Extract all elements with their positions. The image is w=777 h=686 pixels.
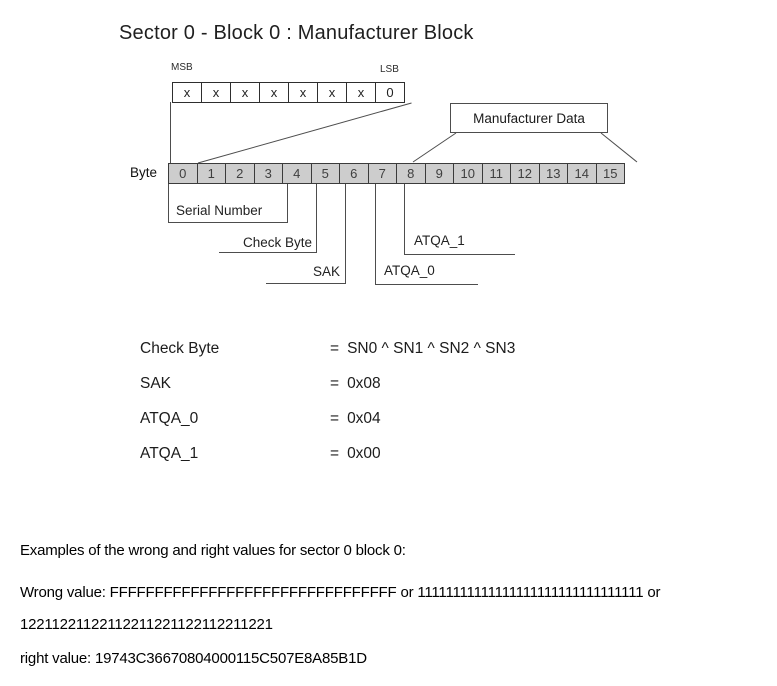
- equals-sign: =: [330, 444, 340, 462]
- equation-value: 0x00: [347, 444, 381, 462]
- bit-cell: 0: [375, 82, 405, 103]
- equals-sign: =: [330, 339, 340, 357]
- equation-row: SAK = 0x08: [140, 366, 515, 401]
- byte-cell: 5: [310, 163, 340, 184]
- bit-cell: x: [201, 82, 231, 103]
- bit-to-byte-diagonal-line: [197, 102, 412, 164]
- figure-title: Sector 0 - Block 0 : Manufacturer Block: [119, 22, 474, 44]
- bit-cell: x: [346, 82, 376, 103]
- byte-cell: 6: [339, 163, 369, 184]
- wrong-value-text-line2: 12211221122112211221122112211221: [20, 616, 273, 633]
- equation-row: Check Byte = SN0 ^ SN1 ^ SN2 ^ SN3: [140, 331, 515, 366]
- msb-label: MSB: [171, 62, 193, 73]
- equation-label: ATQA_0: [140, 409, 199, 427]
- right-value-text: right value: 19743C36670804000115C507E8A…: [20, 650, 367, 667]
- bit-cell: x: [317, 82, 347, 103]
- equation-label: Check Byte: [140, 339, 220, 357]
- mfg-callout-right-line: [600, 132, 638, 163]
- atqa1-label: ATQA_1: [414, 233, 465, 248]
- equation-label: ATQA_1: [140, 444, 199, 462]
- equation-row: ATQA_0 = 0x04: [140, 401, 515, 436]
- byte-cell: 8: [396, 163, 426, 184]
- lsb-label: LSB: [380, 64, 399, 75]
- bit-cell: x: [172, 82, 202, 103]
- equals-sign: =: [330, 374, 340, 392]
- atqa0-label: ATQA_0: [384, 263, 435, 278]
- byte-cell: 0: [168, 163, 198, 184]
- equation-value: SN0 ^ SN1 ^ SN2 ^ SN3: [347, 339, 516, 357]
- byte-cell: 9: [424, 163, 454, 184]
- equals-sign: =: [330, 409, 340, 427]
- byte-cell: 3: [253, 163, 283, 184]
- byte-cell: 2: [225, 163, 255, 184]
- byte-cell: 4: [282, 163, 312, 184]
- byte-cell: 15: [595, 163, 625, 184]
- manufacturer-data-label: Manufacturer Data: [473, 110, 585, 126]
- byte-cell: 10: [453, 163, 483, 184]
- bit-cell: x: [259, 82, 289, 103]
- byte-cell: 12: [510, 163, 540, 184]
- manufacturer-data-callout: Manufacturer Data: [450, 103, 608, 133]
- check-byte-label: Check Byte: [242, 235, 312, 250]
- equation-value: 0x08: [347, 374, 381, 392]
- byte-cell: 13: [538, 163, 568, 184]
- examples-intro-text: Examples of the wrong and right values f…: [20, 542, 406, 559]
- mfg-callout-left-line: [412, 132, 457, 163]
- byte-cell: 11: [481, 163, 511, 184]
- bit-cell: x: [230, 82, 260, 103]
- byte-cell: 1: [196, 163, 226, 184]
- equation-label: SAK: [140, 374, 172, 392]
- byte-row-label: Byte: [130, 165, 158, 180]
- byte-cell: 14: [567, 163, 597, 184]
- bit-cell: x: [288, 82, 318, 103]
- equation-value: 0x04: [347, 409, 381, 427]
- byte-cell: 7: [367, 163, 397, 184]
- wrong-value-text-line1: Wrong value: FFFFFFFFFFFFFFFFFFFFFFFFFFF…: [20, 584, 661, 601]
- serial-number-label: Serial Number: [176, 203, 263, 218]
- sak-label: SAK: [312, 264, 340, 279]
- equations-block: Check Byte = SN0 ^ SN1 ^ SN2 ^ SN3 SAK =…: [140, 331, 515, 471]
- equation-row: ATQA_1 = 0x00: [140, 436, 515, 471]
